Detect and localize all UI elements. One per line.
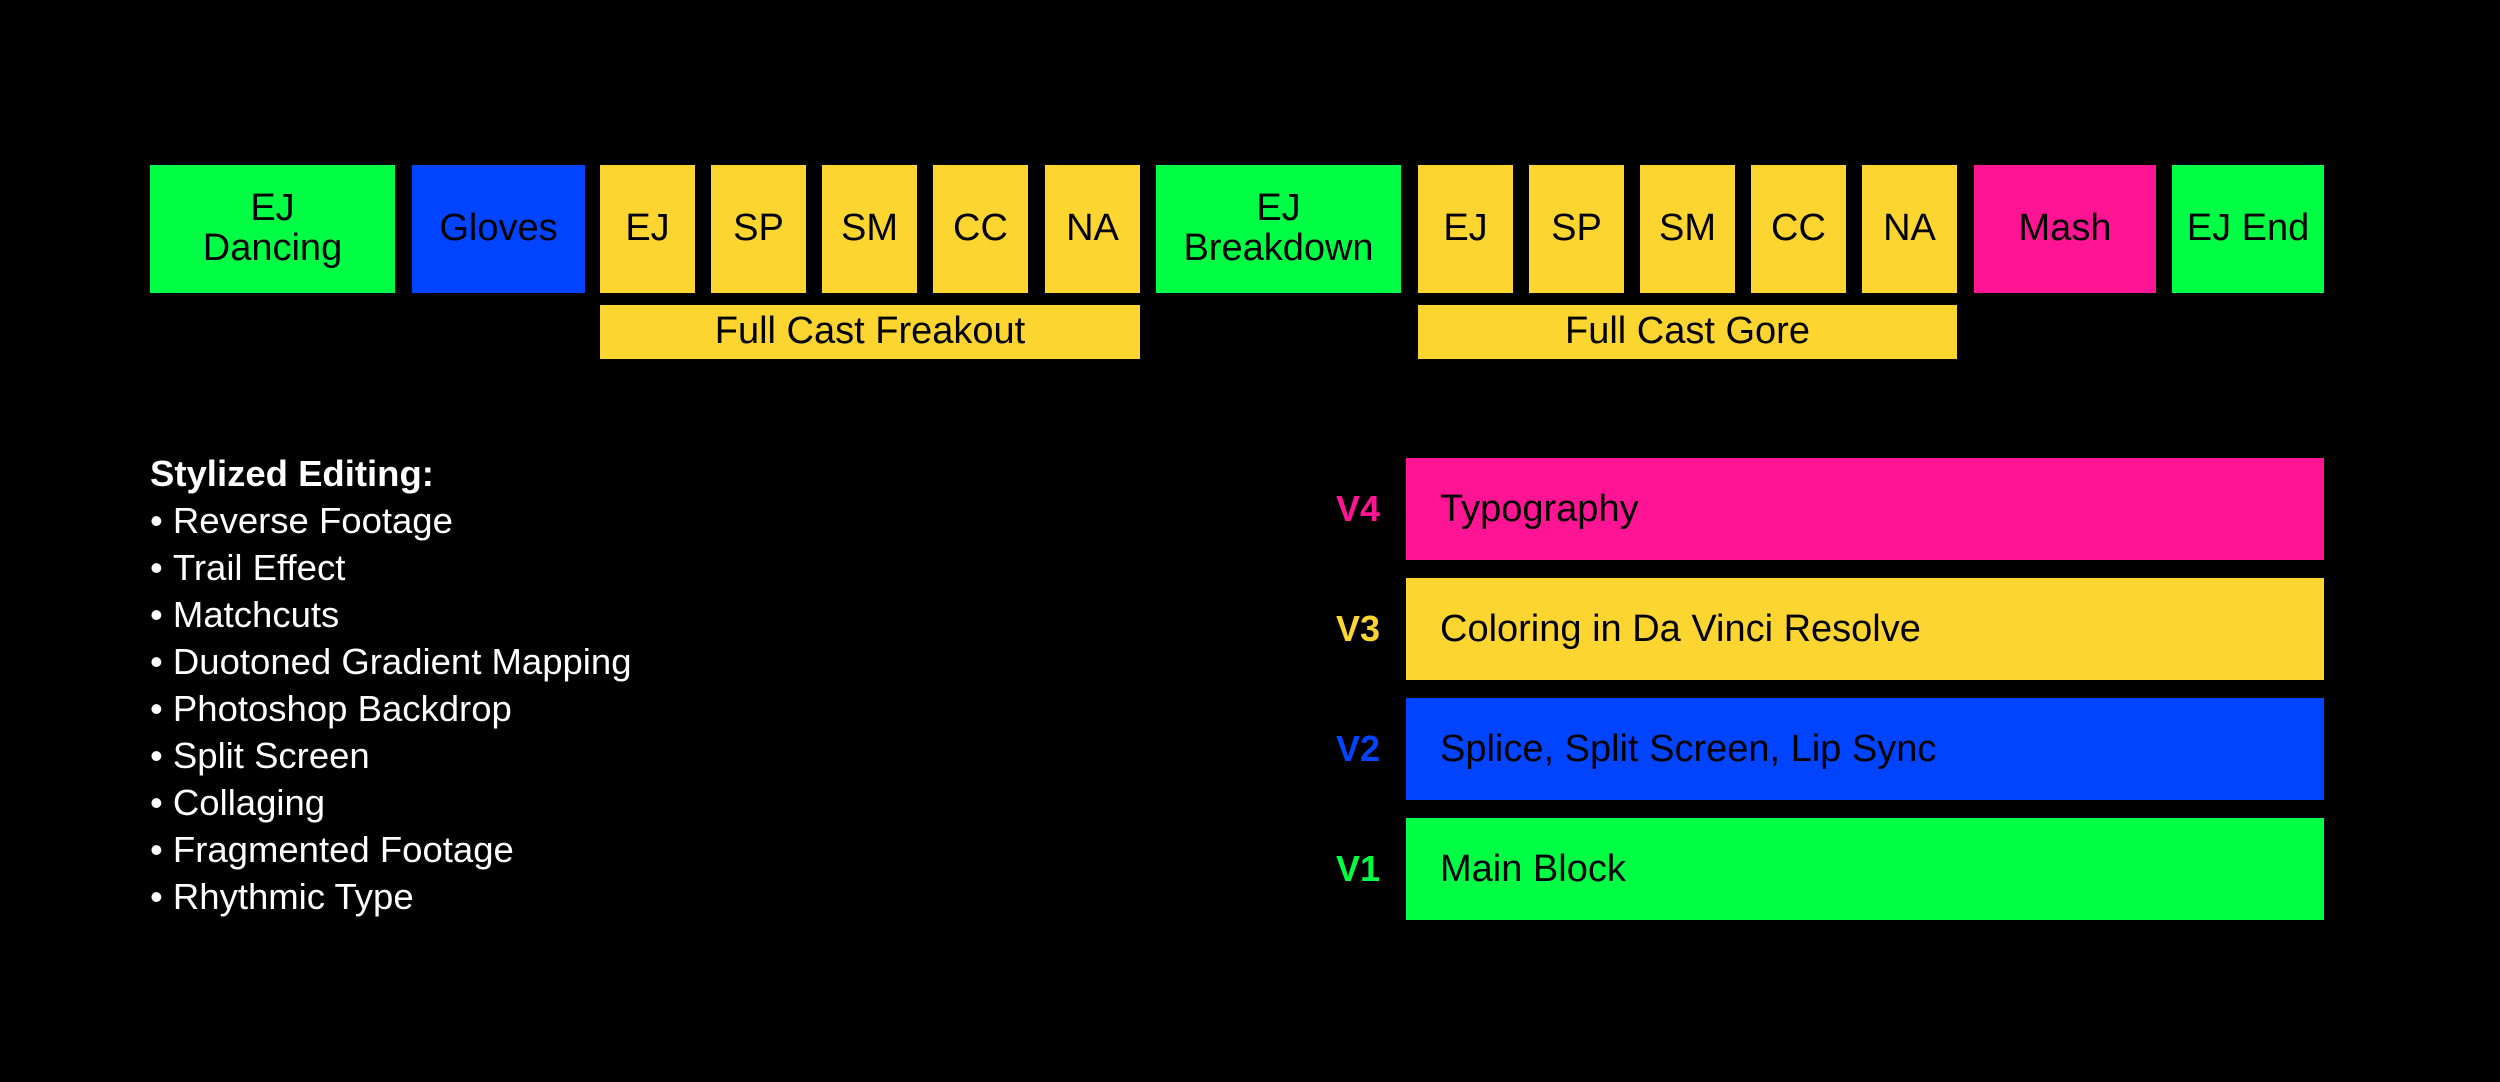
notes-list: Reverse FootageTrail EffectMatchcutsDuot…	[150, 497, 632, 920]
notes-item: Fragmented Footage	[150, 826, 632, 873]
timeline-block-label: Gloves	[439, 207, 558, 250]
timeline-group-label: Full Cast Freakout	[714, 310, 1026, 353]
track-bar: Main Block	[1406, 818, 2324, 920]
notes-item: Matchcuts	[150, 591, 632, 638]
timeline-group-bar: Full Cast Freakout	[600, 305, 1140, 359]
timeline-block-label: EJ	[625, 207, 670, 250]
timeline-group-label: Full Cast Gore	[1565, 310, 1810, 353]
timeline-group-bar: Full Cast Gore	[1418, 305, 1957, 359]
stylized-editing-notes: Stylized Editing: Reverse FootageTrail E…	[150, 450, 632, 920]
timeline-block: CC	[1751, 165, 1846, 293]
timeline-block: Mash	[1974, 165, 2156, 293]
notes-item: Rhythmic Type	[150, 873, 632, 920]
notes-item: Trail Effect	[150, 544, 632, 591]
track-id-label: V2	[1335, 728, 1380, 769]
timeline-block: CC	[933, 165, 1028, 293]
track-bar-label: Typography	[1440, 487, 1639, 530]
timeline-block: EJ	[600, 165, 695, 293]
timeline-block: SM	[1640, 165, 1735, 293]
timeline-block-label: EJ Dancing	[202, 187, 343, 269]
notes-item: Collaging	[150, 779, 632, 826]
notes-item: Reverse Footage	[150, 497, 632, 544]
timeline-block-label: NA	[1066, 207, 1119, 250]
timeline-block: SP	[1529, 165, 1624, 293]
timeline-block-label: EJ End	[2186, 207, 2310, 250]
timeline-block: Gloves	[412, 165, 585, 293]
timeline-block: SM	[822, 165, 917, 293]
notes-item: Photoshop Backdrop	[150, 685, 632, 732]
timeline-block: EJ Breakdown	[1156, 165, 1401, 293]
track-bar-label: Main Block	[1440, 847, 1626, 890]
track-id-label: V1	[1335, 848, 1380, 889]
track-bar: Coloring in Da Vinci Resolve	[1406, 578, 2324, 680]
track-id-label: V4	[1335, 488, 1380, 529]
timeline-block: EJ Dancing	[150, 165, 395, 293]
timeline-block-label: SP	[1551, 207, 1602, 250]
timeline-block-label: EJ Breakdown	[1183, 187, 1374, 269]
track-bar-label: Splice, Split Screen, Lip Sync	[1440, 727, 1937, 770]
timeline-block-label: NA	[1883, 207, 1936, 250]
track-id-label: V3	[1335, 608, 1380, 649]
timeline-block-label: SM	[1659, 207, 1716, 250]
timeline-block-label: CC	[953, 207, 1008, 250]
timeline-block: SP	[711, 165, 806, 293]
track-bar: Typography	[1406, 458, 2324, 560]
timeline-block: NA	[1862, 165, 1957, 293]
track-bar-label: Coloring in Da Vinci Resolve	[1440, 607, 1921, 650]
notes-item: Duotoned Gradient Mapping	[150, 638, 632, 685]
track-bar: Splice, Split Screen, Lip Sync	[1406, 698, 2324, 800]
timeline-block: NA	[1045, 165, 1140, 293]
timeline-block-label: Mash	[2018, 207, 2112, 250]
timeline-block: EJ	[1418, 165, 1513, 293]
timeline-block-label: SM	[841, 207, 898, 250]
notes-heading: Stylized Editing:	[150, 453, 434, 494]
timeline-block: EJ End	[2172, 165, 2324, 293]
notes-item: Split Screen	[150, 732, 632, 779]
timeline-block-label: CC	[1771, 207, 1826, 250]
timeline-block-label: SP	[733, 207, 784, 250]
timeline-block-label: EJ	[1443, 207, 1488, 250]
